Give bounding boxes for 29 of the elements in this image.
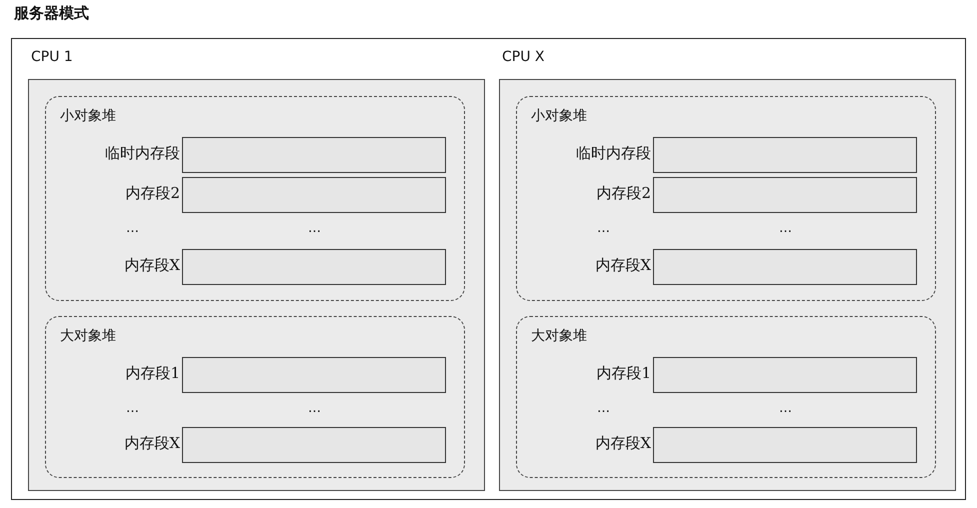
ellipsis: … [597,401,610,416]
heap-heading: 小对象堆 [531,107,587,125]
segment-label: 临时内存段 [105,144,180,163]
segment-label: 临时内存段 [576,144,651,163]
segment-label: 内存段1 [125,364,180,383]
ellipsis: … [308,221,321,236]
heap-region [45,96,465,301]
heap-heading: 小对象堆 [60,107,116,125]
segment-label: 内存段X [124,256,180,275]
ellipsis: … [779,221,792,236]
segment-label: 内存段1 [596,364,651,383]
segment-label: 内存段X [595,256,651,275]
ellipsis: … [308,401,321,416]
segment-label: 内存段2 [596,184,651,203]
ellipsis: … [126,221,139,236]
cpu-heading: CPU X [502,49,545,65]
ellipsis: … [126,401,139,416]
ellipsis: … [779,401,792,416]
cpu-heading: CPU 1 [31,49,73,65]
segment-label: 内存段2 [125,184,180,203]
heap-heading: 大对象堆 [531,327,587,345]
heap-heading: 大对象堆 [60,327,116,345]
heap-region [516,96,936,301]
segment-label: 内存段X [124,434,180,453]
heap-region [45,316,465,478]
diagram-title: 服务器模式 [14,4,89,23]
segment-label: 内存段X [595,434,651,453]
heap-region [516,316,936,478]
ellipsis: … [597,221,610,236]
